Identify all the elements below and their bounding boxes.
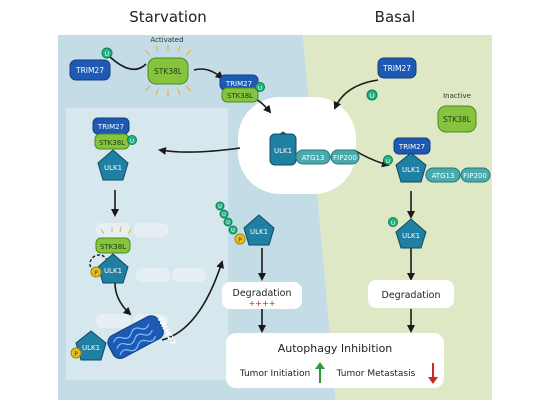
ubiquitin-icon xyxy=(255,82,265,92)
trim27-free-starv xyxy=(69,59,111,81)
trim27-free-basal xyxy=(377,57,417,79)
ub-label: U xyxy=(105,51,109,58)
stk38l-label: STK38L xyxy=(99,139,125,147)
activation-rays-2 xyxy=(100,226,132,235)
ub-label: U xyxy=(386,159,390,165)
ubiquitin-icon xyxy=(366,89,378,101)
ub-label: U xyxy=(231,228,235,234)
trim27-label: TRIM27 xyxy=(382,64,411,73)
trim27-label: TRIM27 xyxy=(398,143,425,151)
ubiquitin-icon xyxy=(228,225,238,235)
trim27-large xyxy=(107,315,164,359)
ulk1-basal-complex xyxy=(395,152,427,183)
stk38l-label: STK38L xyxy=(154,67,183,76)
ulk1-label: ULK1 xyxy=(402,232,420,240)
ulk1-central-body xyxy=(269,133,297,166)
phosphate-icon xyxy=(70,347,82,359)
autophagy-box xyxy=(226,333,444,388)
stk38l-label: STK38L xyxy=(227,92,253,100)
stk38l-label: STK38L xyxy=(443,115,472,124)
ulk1-marked xyxy=(243,214,275,246)
trim27-label: TRIM27 xyxy=(75,66,104,75)
activation-rays xyxy=(144,45,192,96)
trim27-label: TRIM27 xyxy=(225,80,252,88)
ubiquitin-icon xyxy=(223,217,233,227)
ulk1-basal xyxy=(395,218,427,249)
ub-label: U xyxy=(391,221,395,227)
fip200-central xyxy=(330,149,360,165)
ubiquitin-icon xyxy=(219,209,229,219)
stk38l-label: STK38L xyxy=(100,243,126,251)
fip200-basal xyxy=(460,167,491,183)
stk38l-in-complex xyxy=(221,87,259,103)
phosphate-icon xyxy=(90,266,102,278)
phospho-label: P xyxy=(238,237,242,244)
fip200-label: FIP200 xyxy=(463,172,487,180)
degradation-plus: ++++ xyxy=(249,299,276,308)
ubiquitin-icon xyxy=(101,47,113,59)
trim27-label: TRIM27 xyxy=(97,123,124,131)
phospho-label: P xyxy=(74,351,78,358)
complex-blob xyxy=(238,97,356,194)
ulk1-stack xyxy=(97,149,129,181)
degradation-box-right xyxy=(368,280,454,308)
tumor-initiation-label: Tumor Initiation xyxy=(239,369,310,379)
stk38l-activated xyxy=(147,57,189,85)
ulk1-label: ULK1 xyxy=(82,344,100,352)
degradation-box-left xyxy=(222,282,302,309)
ubiquitin-icon xyxy=(215,201,225,211)
ub-label: U xyxy=(218,204,222,210)
ub-label: U xyxy=(130,139,134,145)
ubiquitin-icon xyxy=(388,217,398,227)
down-arrow-icon xyxy=(428,363,438,384)
atg13-basal xyxy=(425,167,461,183)
stk38l-inactive xyxy=(437,105,477,133)
ulk1-label: ULK1 xyxy=(402,166,420,174)
ubiquitin-icon xyxy=(383,155,393,165)
atg13-central xyxy=(295,149,331,165)
stk38l-active-inset xyxy=(95,237,131,254)
degradation-left-label: Degradation xyxy=(233,288,292,299)
atg13-label: ATG13 xyxy=(302,154,325,162)
starvation-header: Starvation xyxy=(129,8,207,26)
ulk1-ubiquitinated xyxy=(75,330,107,361)
ulk1-label: ULK1 xyxy=(250,228,268,236)
fip200-label: FIP200 xyxy=(333,154,357,162)
ulk1-label: ULK1 xyxy=(104,164,122,172)
degradation-right-label: Degradation xyxy=(382,290,441,301)
ulk1-label: ULK1 xyxy=(274,147,292,155)
atg13-label: ATG13 xyxy=(432,172,455,180)
ub-label: U xyxy=(370,93,374,100)
inactive-label: Inactive xyxy=(443,92,471,100)
autophagy-title: Autophagy Inhibition xyxy=(278,342,393,355)
ubiquitin-icon xyxy=(127,135,137,145)
phospho-label: P xyxy=(94,270,98,277)
ulk1-phospho xyxy=(97,253,129,284)
tumor-metastasis-label: Tumor Metastasis xyxy=(336,369,416,379)
ub-label: U xyxy=(222,212,226,218)
activated-label: Activated xyxy=(150,36,183,44)
up-arrow-icon xyxy=(315,362,325,383)
phosphate-icon xyxy=(234,233,246,245)
basal-header: Basal xyxy=(375,8,416,26)
ulk1-label: ULK1 xyxy=(104,267,122,275)
arrows xyxy=(107,54,415,341)
ub-label: U xyxy=(226,220,230,226)
ub-label: U xyxy=(258,86,262,92)
